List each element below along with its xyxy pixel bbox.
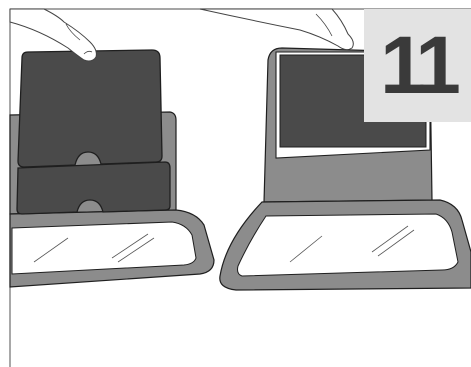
left-assembly <box>10 9 214 287</box>
hand-icon <box>200 9 353 50</box>
step-number-box: 11 <box>364 9 471 122</box>
right-seat-inner <box>238 214 459 276</box>
step-number: 11 <box>380 25 455 107</box>
left-seat-inner <box>12 222 196 274</box>
left-panel-upper <box>18 50 162 167</box>
